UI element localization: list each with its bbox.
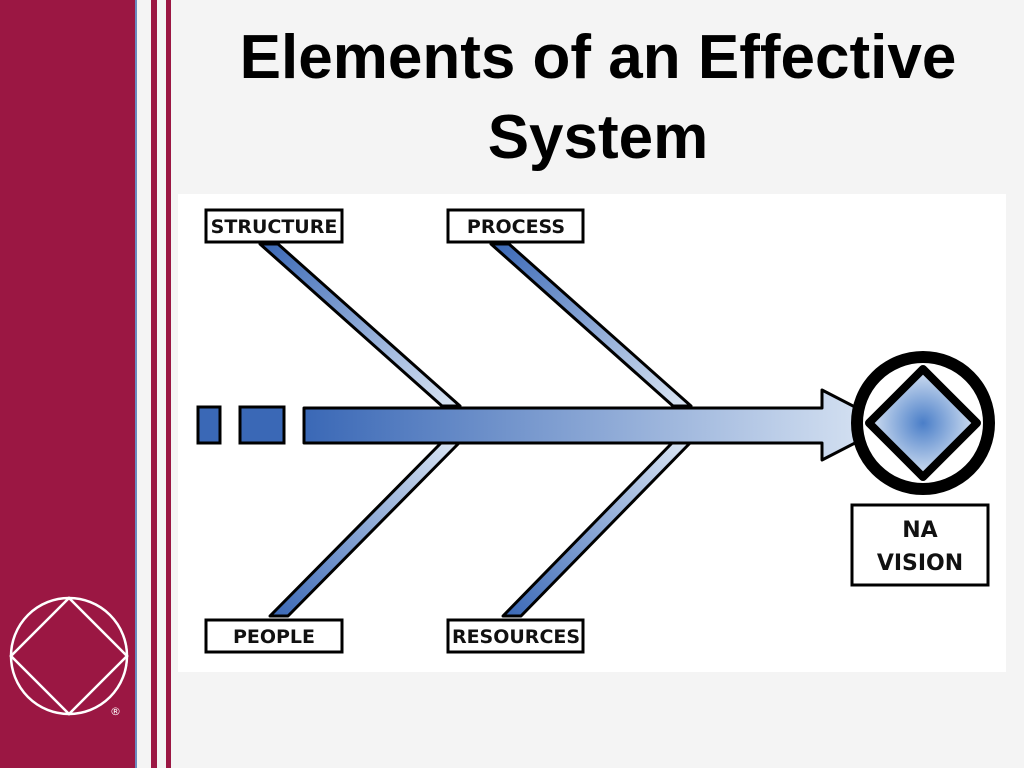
spine-arrow <box>302 388 892 462</box>
spine-dash-large <box>238 405 286 445</box>
side-stripe-left <box>151 0 157 768</box>
label-box-people <box>204 618 344 654</box>
label-resources: RESOURCES <box>452 626 580 648</box>
bone-people <box>268 440 462 618</box>
side-stripe-right <box>166 0 171 768</box>
label-structure: STRUCTURE <box>211 216 338 238</box>
na-logo-icon <box>9 596 129 716</box>
label-vision-line2: VISION <box>877 551 963 576</box>
label-people: PEOPLE <box>233 626 315 648</box>
registered-mark: ® <box>110 705 121 718</box>
fishbone-diagram: STRUCTURE PROCESS PEOPLE RESOURCES NA VI… <box>178 194 1006 672</box>
label-box-structure <box>204 208 344 244</box>
na-symbol-icon <box>851 351 995 495</box>
spine-dash-small <box>196 405 222 445</box>
side-band <box>0 0 137 768</box>
bone-process <box>489 242 693 408</box>
label-box-resources <box>446 618 585 654</box>
label-box-vision <box>850 503 990 587</box>
label-box-process <box>446 208 585 244</box>
label-process: PROCESS <box>467 216 565 238</box>
fishbone-svg: STRUCTURE PROCESS PEOPLE RESOURCES NA VI… <box>196 208 995 654</box>
label-vision-line1: NA <box>902 518 937 543</box>
slide-title: Elements of an Effective System <box>239 23 957 172</box>
bone-structure <box>258 242 462 408</box>
bone-resources <box>501 440 693 618</box>
